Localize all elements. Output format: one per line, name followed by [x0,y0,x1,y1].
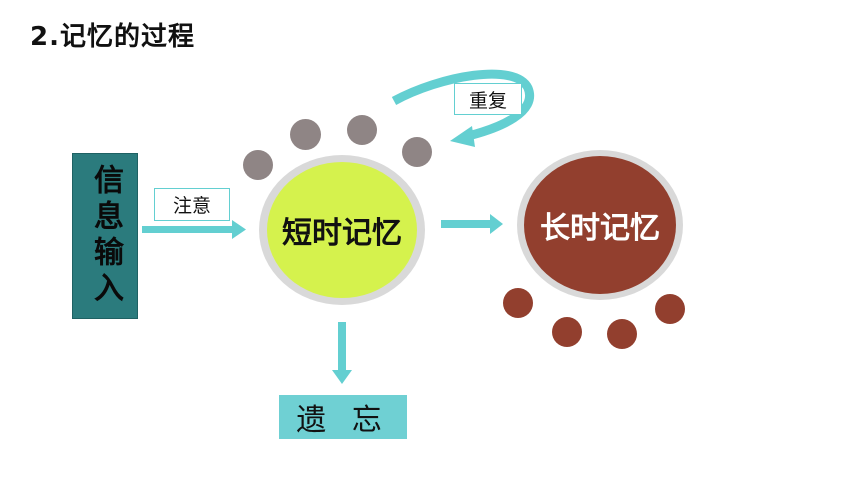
ltm-dot [552,317,582,347]
long-term-memory-label: 长时记忆 [540,211,660,246]
repeat-label: 重复 [454,83,522,115]
slide-title: 2.记忆的过程 [30,22,195,52]
arrow-stm-to-forget [332,322,352,384]
arrow-input-to-stm [142,220,246,239]
attention-label: 注意 [154,188,230,221]
short-term-memory-node: 短时记忆 [259,155,425,305]
ltm-dot [655,294,685,324]
forget-box: 遗 忘 [279,395,407,439]
stm-dot [402,137,432,167]
ltm-dot [607,319,637,349]
short-term-memory-label: 短时记忆 [282,216,402,251]
stm-dot [243,150,273,180]
arrow-rehearsal-loop [391,69,535,147]
long-term-memory-inner: 长时记忆 [524,156,676,294]
long-term-memory-node: 长时记忆 [517,150,683,300]
stm-dot [347,115,377,145]
short-term-memory-inner: 短时记忆 [267,162,417,298]
info-input-label: 信息输入 [88,164,123,308]
info-input-box: 信息输入 [72,153,138,319]
ltm-dot [503,288,533,318]
stm-dot [290,119,321,150]
arrow-stm-to-ltm [441,214,503,234]
